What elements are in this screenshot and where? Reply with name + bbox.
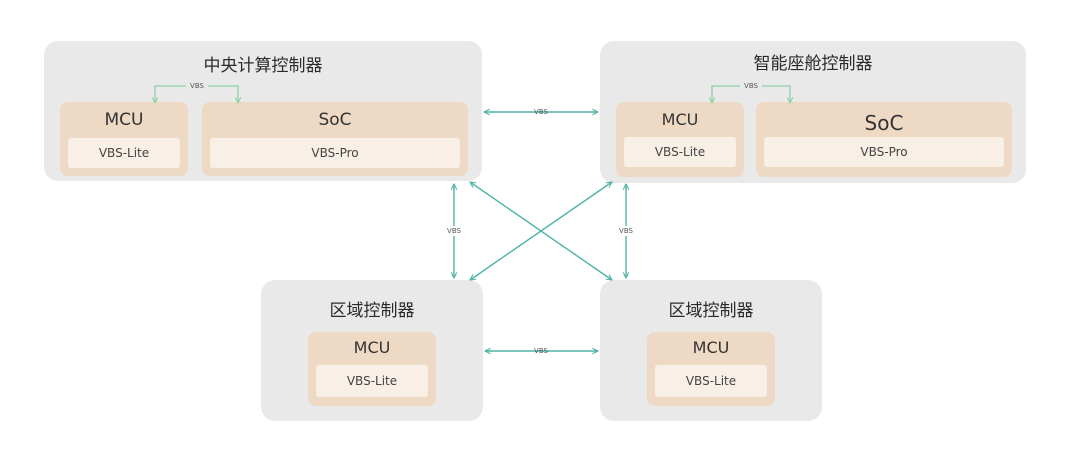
zone-controller-left: 区域控制器 MCU VBS-Lite bbox=[261, 280, 483, 421]
smart-cockpit-controller: 智能座舱控制器 MCU VBS-Lite SoC VBS-Pro bbox=[600, 41, 1026, 183]
central-soc: SoC VBS-Pro bbox=[202, 102, 468, 176]
cockpit-soc: SoC VBS-Pro bbox=[756, 102, 1012, 177]
central-mcu-software: VBS-Lite bbox=[68, 138, 180, 168]
zone-controller-right-title: 区域控制器 bbox=[668, 301, 754, 321]
zone-right-mcu-software: VBS-Lite bbox=[655, 365, 767, 397]
cockpit-soc-software: VBS-Pro bbox=[764, 137, 1004, 167]
cockpit-mcu: MCU VBS-Lite bbox=[616, 102, 744, 177]
cockpit-soc-title: SoC bbox=[864, 111, 904, 135]
link-zone-zone-label: VBS bbox=[534, 347, 548, 355]
link-cockpit-zone-left bbox=[470, 182, 612, 280]
zone-controller-right: 区域控制器 MCU VBS-Lite bbox=[600, 280, 822, 421]
central-soc-software: VBS-Pro bbox=[210, 138, 460, 168]
zone-right-mcu: MCU VBS-Lite bbox=[647, 332, 775, 406]
central-soc-title: SoC bbox=[318, 110, 352, 130]
zone-left-mcu: MCU VBS-Lite bbox=[308, 332, 436, 406]
zone-left-mcu-title: MCU bbox=[353, 338, 391, 357]
central-compute-controller-title: 中央计算控制器 bbox=[203, 56, 323, 76]
link-central-cockpit-label: VBS bbox=[534, 108, 548, 116]
cockpit-mcu-software: VBS-Lite bbox=[624, 137, 736, 167]
link-cockpit-internal-label: VBS bbox=[744, 82, 758, 90]
central-mcu: MCU VBS-Lite bbox=[60, 102, 188, 176]
smart-cockpit-controller-title: 智能座舱控制器 bbox=[753, 54, 873, 74]
zone-right-mcu-title: MCU bbox=[692, 338, 730, 357]
zone-controller-left-title: 区域控制器 bbox=[329, 301, 415, 321]
central-compute-controller: 中央计算控制器 MCU VBS-Lite SoC VBS-Pro bbox=[44, 41, 482, 181]
link-cockpit-zone-right-label: VBS bbox=[619, 227, 633, 235]
central-mcu-title: MCU bbox=[104, 110, 144, 130]
link-central-zone-left-label: VBS bbox=[447, 227, 461, 235]
link-central-internal-label: VBS bbox=[190, 82, 204, 90]
cockpit-mcu-title: MCU bbox=[661, 110, 699, 129]
zone-left-mcu-software: VBS-Lite bbox=[316, 365, 428, 397]
